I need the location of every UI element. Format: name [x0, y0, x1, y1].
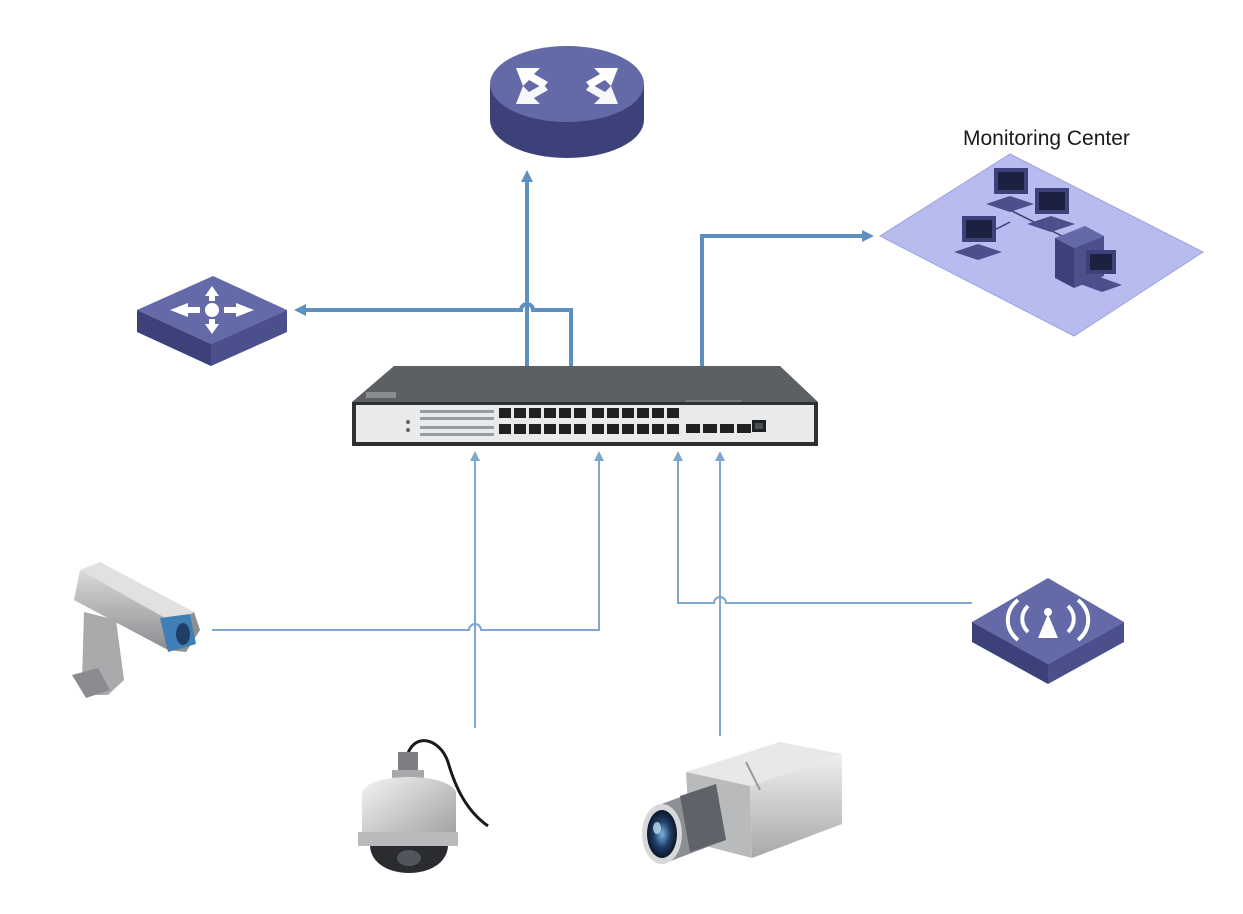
access-switch[interactable]	[352, 366, 818, 446]
link-bullet-camera	[212, 451, 604, 631]
dome-camera[interactable]	[358, 739, 489, 873]
box-camera-icon	[642, 742, 842, 864]
poe-switch-icon	[352, 366, 818, 446]
aggregation-switch[interactable]	[137, 276, 287, 366]
uplink-lines	[294, 170, 874, 366]
link-wireless-ap	[673, 451, 972, 604]
bullet-camera[interactable]	[72, 562, 200, 698]
uplink-to-monitoring-center	[700, 230, 874, 366]
wireless-ap-icon	[972, 578, 1124, 684]
monitoring-center-label: Monitoring Center	[963, 127, 1130, 150]
monitoring-center[interactable]: Monitoring Center	[878, 127, 1204, 337]
core-router[interactable]	[490, 46, 644, 158]
monitoring-platform	[878, 153, 1204, 337]
downlink-lines	[212, 451, 972, 736]
box-camera[interactable]	[642, 742, 842, 864]
ptz-dome-camera-icon	[358, 739, 489, 873]
router-icon	[490, 46, 644, 158]
layer3-switch-icon	[137, 276, 287, 366]
bullet-camera-icon	[72, 562, 200, 698]
workstation-cluster-icon	[878, 153, 1204, 337]
uplink-to-aggregation-switch	[294, 302, 573, 366]
wireless-ap[interactable]	[972, 578, 1124, 684]
